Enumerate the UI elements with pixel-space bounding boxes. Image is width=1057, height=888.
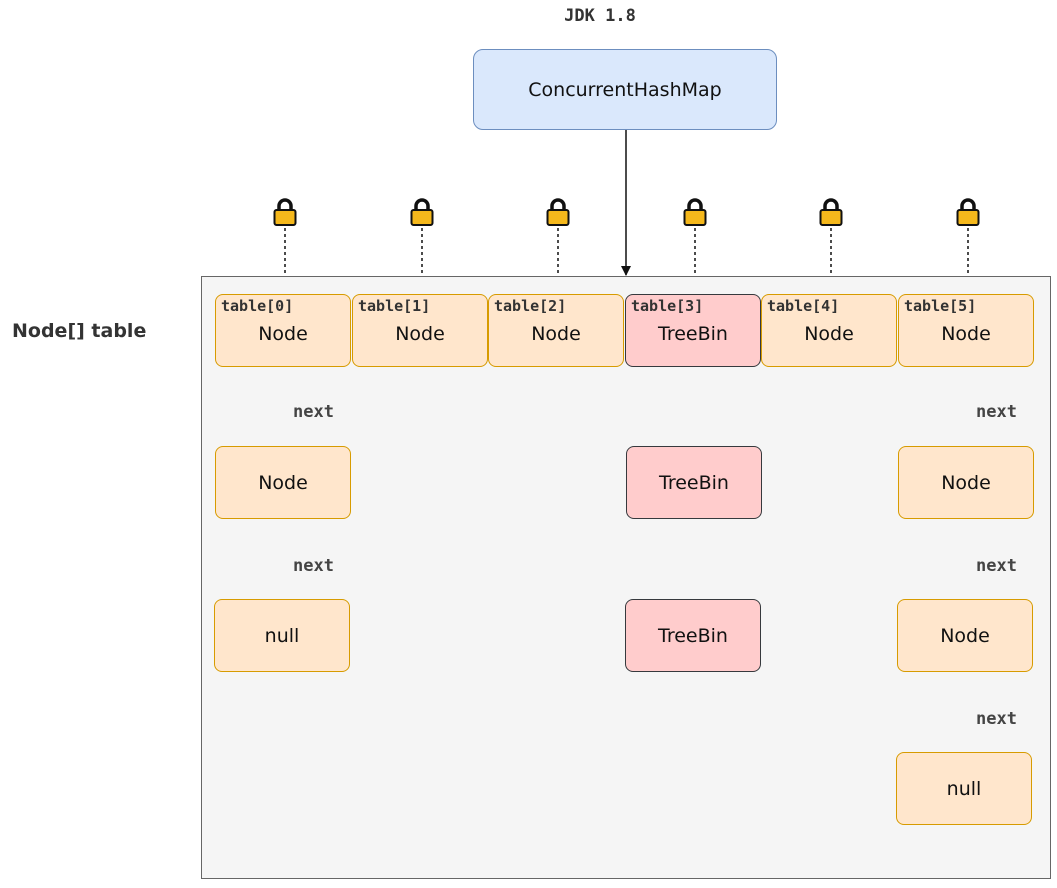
table-slot-1: table[1] Node	[352, 294, 488, 367]
next-label: next	[293, 556, 334, 576]
table-slot-0: table[0] Node	[215, 294, 351, 367]
lock-icon	[272, 197, 298, 227]
chain3-node-1: TreeBin	[626, 446, 762, 519]
table-slot-3: table[3] TreeBin	[625, 294, 761, 367]
slot-value: Node	[941, 323, 991, 345]
array-label: Node[] table	[12, 320, 147, 342]
lock-icon	[409, 197, 435, 227]
chain5-node-1: Node	[898, 446, 1034, 519]
slot-value: Node	[531, 323, 581, 345]
next-label: next	[293, 402, 334, 422]
chain3-node-2: TreeBin	[625, 599, 761, 672]
lock-icon	[682, 197, 708, 227]
lock-icon	[955, 197, 981, 227]
lock-icon	[545, 197, 571, 227]
chain5-node-2: Node	[897, 599, 1033, 672]
table-slot-4: table[4] Node	[761, 294, 897, 367]
slot-value: Node	[395, 323, 445, 345]
chain5-node-3: null	[896, 752, 1032, 825]
next-label: next	[976, 709, 1017, 729]
next-label: next	[976, 402, 1017, 422]
slot-value: Node	[804, 323, 854, 345]
slot-index: table[5]	[904, 297, 977, 315]
slot-value: Node	[258, 323, 308, 345]
chain0-node-2: null	[214, 599, 350, 672]
slot-index: table[0]	[221, 297, 294, 315]
slot-value: TreeBin	[658, 323, 728, 345]
diagram-title: JDK 1.8	[564, 6, 636, 26]
table-slot-5: table[5] Node	[898, 294, 1034, 367]
lock-icon	[818, 197, 844, 227]
chain0-node-1: Node	[215, 446, 351, 519]
next-label: next	[976, 556, 1017, 576]
slot-index: table[1]	[358, 297, 431, 315]
table-slot-2: table[2] Node	[488, 294, 624, 367]
slot-index: table[2]	[494, 297, 567, 315]
slot-index: table[3]	[631, 297, 704, 315]
slot-index: table[4]	[767, 297, 840, 315]
concurrent-hashmap-node: ConcurrentHashMap	[473, 49, 777, 130]
